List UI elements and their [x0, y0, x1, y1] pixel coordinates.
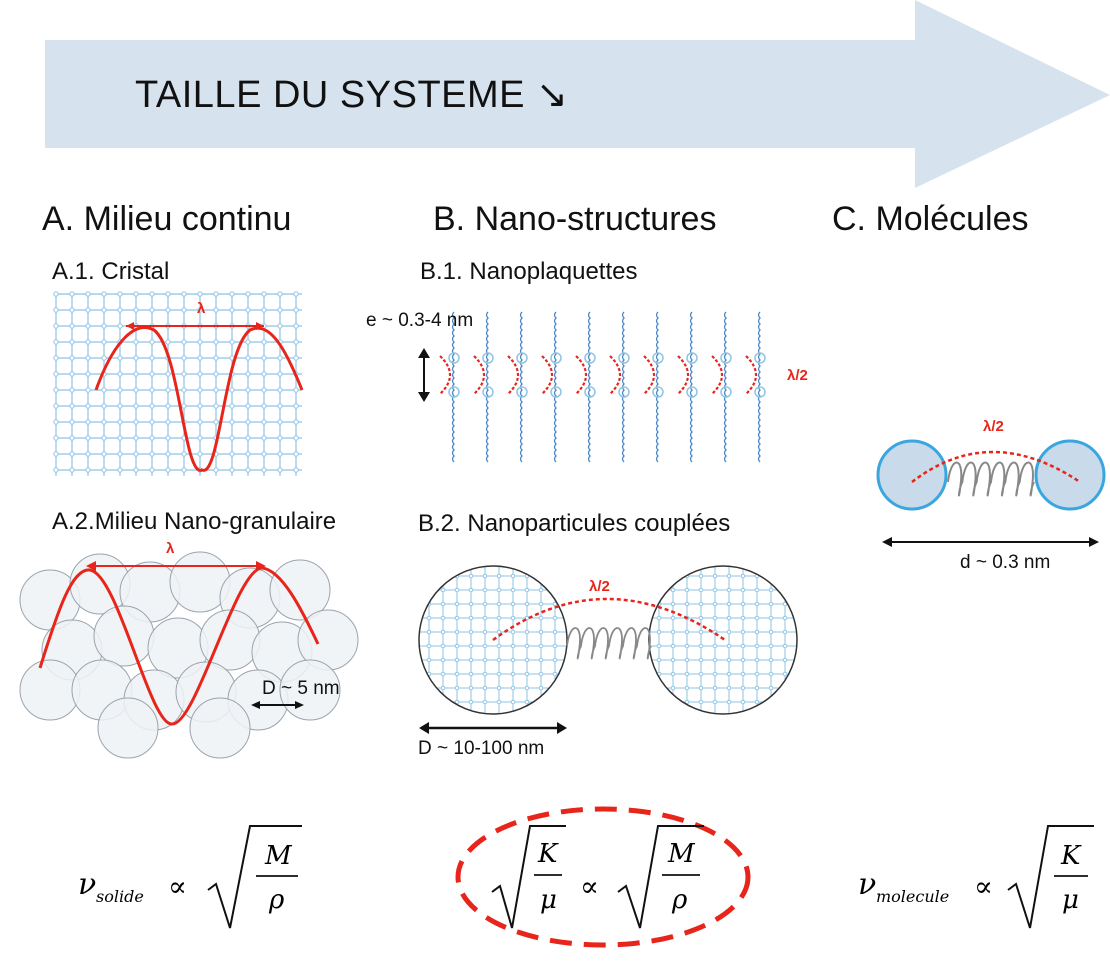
coupled-half-lambda: λ/2: [589, 578, 610, 595]
molecule-half-lambda: λ/2: [983, 418, 1004, 435]
a2-title: A.2.Milieu Nano-granulaire: [52, 508, 337, 535]
crystal-figure: [53, 291, 304, 476]
system-size-arrow: [45, 0, 1110, 188]
system-size-label: TAILLE DU SYSTEME ↘: [135, 74, 569, 116]
eq-solid-den: ρ: [268, 885, 285, 915]
equation-solid: ν solide ∝ M ρ: [78, 825, 302, 929]
eq-mol-nu: ν: [858, 867, 876, 902]
granular-lambda: λ: [166, 540, 175, 557]
a1-title: A.1. Cristal: [52, 258, 170, 285]
eq-mol-den: μ: [1062, 885, 1079, 915]
eq-mol-num: K: [1060, 841, 1082, 871]
section-b-title: B. Nano-structures: [433, 200, 717, 238]
crystal-lambda: λ: [197, 300, 206, 317]
particle-size-label: D ~ 10-100 nm: [418, 738, 545, 759]
highlight-ellipse: [455, 806, 751, 948]
b1-title: B.1. Nanoplaquettes: [420, 258, 638, 285]
molecule-figure: [876, 439, 1106, 547]
eq-b-den1: μ: [540, 885, 557, 915]
nanogranular-figure: [19, 551, 359, 759]
particle-left: [418, 565, 568, 715]
bond-spring: [947, 461, 1035, 497]
eq-b-num2: M: [667, 839, 696, 869]
coupling-spring: [566, 627, 652, 660]
eq-b-prop: ∝: [580, 870, 599, 903]
section-a-title: A. Milieu continu: [42, 200, 292, 238]
eq-solid-nu: ν: [78, 867, 96, 902]
molecule-half-wave: [911, 450, 1081, 484]
nanoplatelets-figure: [418, 311, 766, 463]
b2-title: B.2. Nanoparticules couplées: [418, 510, 731, 537]
eq-mol-prop: ∝: [974, 870, 993, 903]
eq-solid-num: M: [264, 841, 293, 871]
grains: [19, 551, 359, 759]
molecule-size: d ~ 0.3 nm: [960, 552, 1051, 573]
particle-right-lattice: [649, 566, 797, 714]
particle-right: [648, 565, 798, 715]
eq-solid-prop: ∝: [168, 870, 187, 903]
thickness-label: e ~ 0.3-4 nm: [366, 310, 474, 331]
granular-wave: [38, 566, 320, 726]
ligand-chains: [439, 311, 766, 463]
eq-mol-sub: molecule: [876, 887, 949, 906]
equation-nanostructure: K μ ∝ M ρ: [455, 806, 751, 948]
grain-size-label: D ~ 5 nm: [262, 678, 340, 699]
crystal-wave: [94, 326, 304, 472]
coupled-nanoparticles-figure: [418, 565, 798, 734]
eq-solid-sub: solide: [96, 887, 144, 906]
eq-b-den2: ρ: [671, 885, 688, 915]
equation-molecule: ν molecule ∝ K μ: [858, 825, 1094, 929]
section-c-title: C. Molécules: [832, 200, 1029, 238]
eq-b-num1: K: [537, 839, 559, 869]
crystal-lattice: [53, 291, 302, 476]
b1-half-lambda: λ/2: [787, 367, 808, 384]
atom-left: [876, 439, 948, 511]
